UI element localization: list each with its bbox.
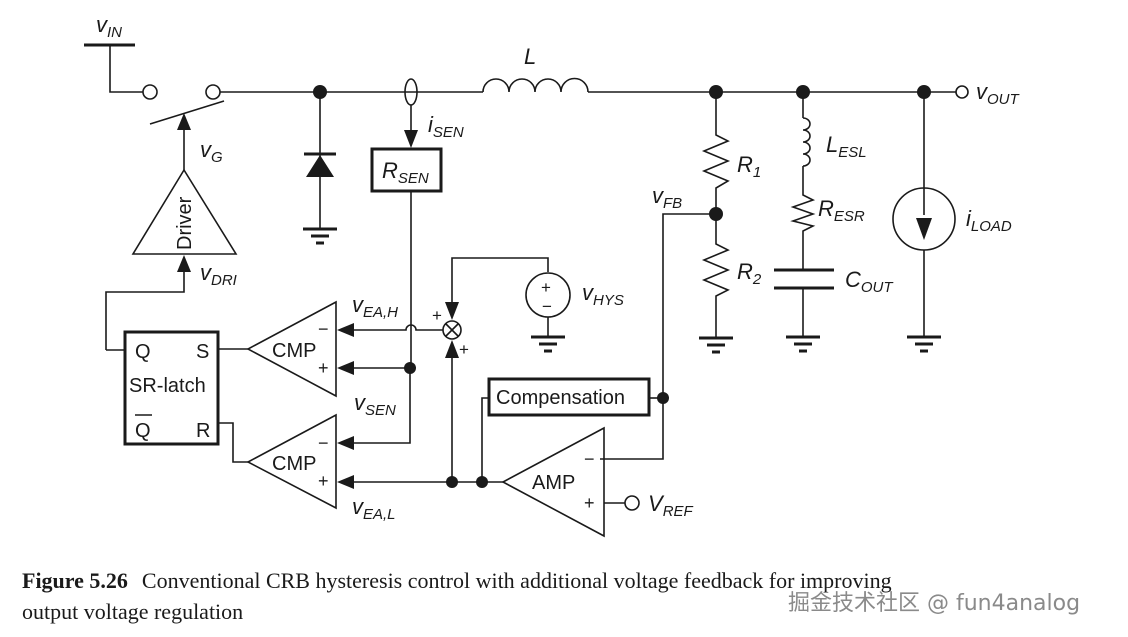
feedback-divider: [701, 85, 731, 338]
cmp-high-plus: +: [318, 358, 329, 378]
power-switch: [149, 84, 225, 170]
rsen-block: [370, 147, 443, 193]
cmp-low-plus: +: [318, 471, 329, 491]
r-input-wire: [218, 422, 248, 463]
vin-label: vIN: [96, 12, 122, 41]
figure-caption-line2: output voltage regulation: [22, 599, 243, 624]
cout-label: COUT: [845, 267, 894, 296]
freewheel-diode: [304, 85, 336, 229]
amp-plus: +: [584, 493, 595, 513]
resr-label: RESR: [818, 196, 865, 225]
vsen-label: vSEN: [354, 390, 396, 419]
hysteresis-voltage-source: [525, 272, 571, 337]
cmp-high-label: CMP: [272, 340, 316, 362]
iload-label: iLOAD: [966, 206, 1012, 235]
amp-label: AMP: [532, 472, 575, 494]
latch-q-label: Q: [135, 341, 151, 363]
compensation-block: [487, 377, 651, 417]
r2-label: R2: [737, 259, 762, 288]
output-capacitor-branch: [774, 85, 834, 337]
vout-label: vOUT: [976, 79, 1021, 108]
ground-icon: [786, 335, 820, 353]
vea-low-wiring: [337, 397, 503, 489]
latch-title: SR-latch: [129, 375, 206, 397]
vref-terminal: [624, 495, 640, 511]
ground-icon: [303, 227, 337, 245]
vea-high-wiring: [337, 323, 443, 337]
ground-icon: [699, 336, 733, 354]
vref-label: VREF: [648, 491, 694, 520]
driver-label: Driver: [174, 196, 196, 250]
sr-latch-block: [123, 330, 220, 446]
vfb-label: vFB: [652, 183, 682, 212]
cmp-low-minus: −: [318, 433, 329, 453]
error-amplifier: [501, 426, 605, 538]
comparator-high: [246, 300, 337, 398]
summer-plus-bottom: +: [459, 340, 469, 359]
latch-qbar-label: Q: [135, 420, 151, 442]
isen-label: iSEN: [428, 112, 464, 141]
vdri-label: vDRI: [200, 260, 237, 289]
ground-icon: [531, 335, 565, 353]
driver-block: [131, 168, 238, 255]
compensation-label: Compensation: [496, 387, 625, 409]
load-current-source: [892, 85, 956, 337]
inductor: [482, 77, 589, 93]
vsen-wiring: [337, 191, 416, 450]
ground-icon: [907, 335, 941, 353]
amp-minus: −: [584, 449, 595, 469]
cmp-high-minus: −: [318, 319, 329, 339]
comparator-low: [246, 413, 337, 510]
rsen-label: RSEN: [382, 158, 429, 187]
vhys-minus: −: [542, 297, 552, 316]
vhys-plus: +: [541, 278, 551, 297]
vfb-wire: [600, 213, 716, 460]
inductor-label: L: [524, 44, 536, 69]
cmp-low-label: CMP: [272, 453, 316, 475]
summing-junction: [442, 257, 549, 482]
r1-label: R1: [737, 152, 761, 181]
summer-plus-top: +: [432, 306, 442, 325]
vea-high-label: vEA,H: [352, 292, 398, 321]
lesl-label: LESL: [826, 132, 867, 161]
vg-label: vG: [200, 137, 223, 166]
vin-terminal: [84, 43, 158, 100]
current-sense-probe: [404, 78, 418, 148]
watermark: 掘金技术社区 @ fun4analog: [788, 591, 1080, 616]
latch-s-label: S: [196, 341, 209, 363]
vout-terminal: [955, 85, 969, 99]
vdri-arrow: [105, 255, 191, 350]
vea-low-label: vEA,L: [352, 494, 396, 523]
vhys-label: vHYS: [582, 280, 624, 309]
latch-r-label: R: [196, 420, 210, 442]
